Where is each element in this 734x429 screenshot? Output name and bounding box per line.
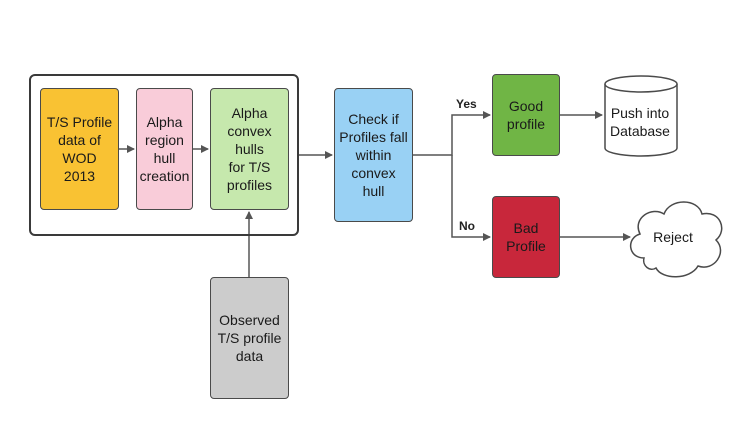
yes-label: Yes [456, 97, 477, 111]
arrow-check-to-good [413, 111, 491, 156]
bad-profile-box: Bad Profile [492, 196, 560, 278]
alpha-region-hull-box: Alpha region hull creation [136, 88, 193, 210]
wod-profile-data-box: T/S Profile data of WOD 2013 [40, 88, 119, 210]
hull-generation-group [29, 74, 299, 236]
database-label: Push into Database [610, 105, 670, 139]
good-profile-box: Good profile [492, 74, 560, 156]
check-within-hull-box: Check if Profiles fall within convex hul… [334, 88, 413, 222]
alpha-convex-hulls-box: Alpha convex hulls for T/S profiles [210, 88, 289, 210]
arrow-check-to-bad [451, 155, 491, 241]
reject-label: Reject [653, 229, 693, 245]
database-cylinder [604, 75, 678, 157]
observed-profile-data-box: Observed T/S profile data [210, 277, 289, 399]
reject-cloud [630, 201, 723, 278]
no-label: No [459, 219, 475, 233]
